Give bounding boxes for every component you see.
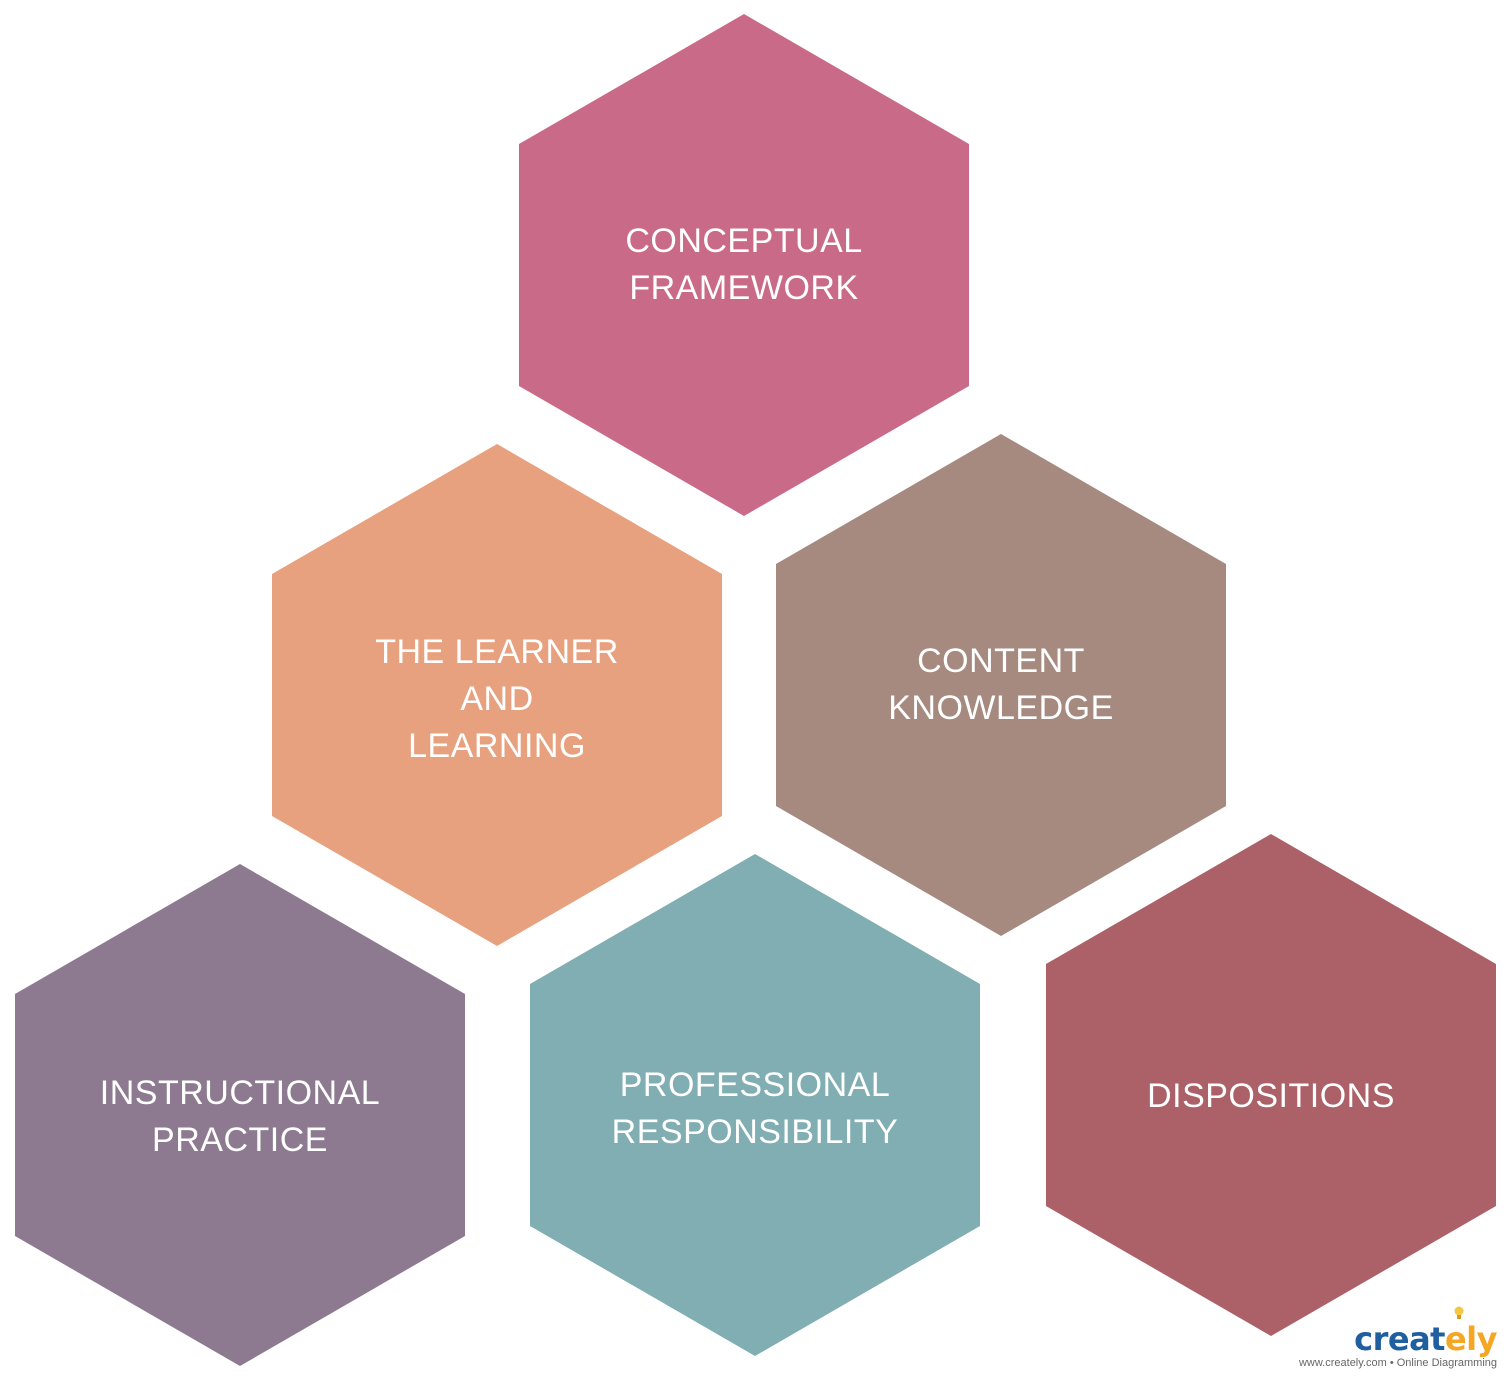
hexagon-professional-responsibility xyxy=(530,854,980,1356)
hexagon-content-knowledge xyxy=(776,434,1226,936)
creately-tagline: www.creately.com • Online Diagramming xyxy=(1298,1357,1497,1369)
hexagon-instructional-practice xyxy=(15,864,465,1366)
brand-accent: ely xyxy=(1444,1320,1498,1358)
hexagon-learner-and-learning xyxy=(272,444,722,946)
creately-logo: creately www.creately.com • Online Diagr… xyxy=(1267,1306,1498,1370)
brand-main: creat xyxy=(1354,1320,1445,1358)
hexagon-conceptual-framework xyxy=(519,14,969,516)
lightbulb-icon xyxy=(1454,1306,1464,1319)
creately-wordmark: creately xyxy=(1267,1322,1497,1356)
hexagon-dispositions xyxy=(1046,834,1496,1336)
